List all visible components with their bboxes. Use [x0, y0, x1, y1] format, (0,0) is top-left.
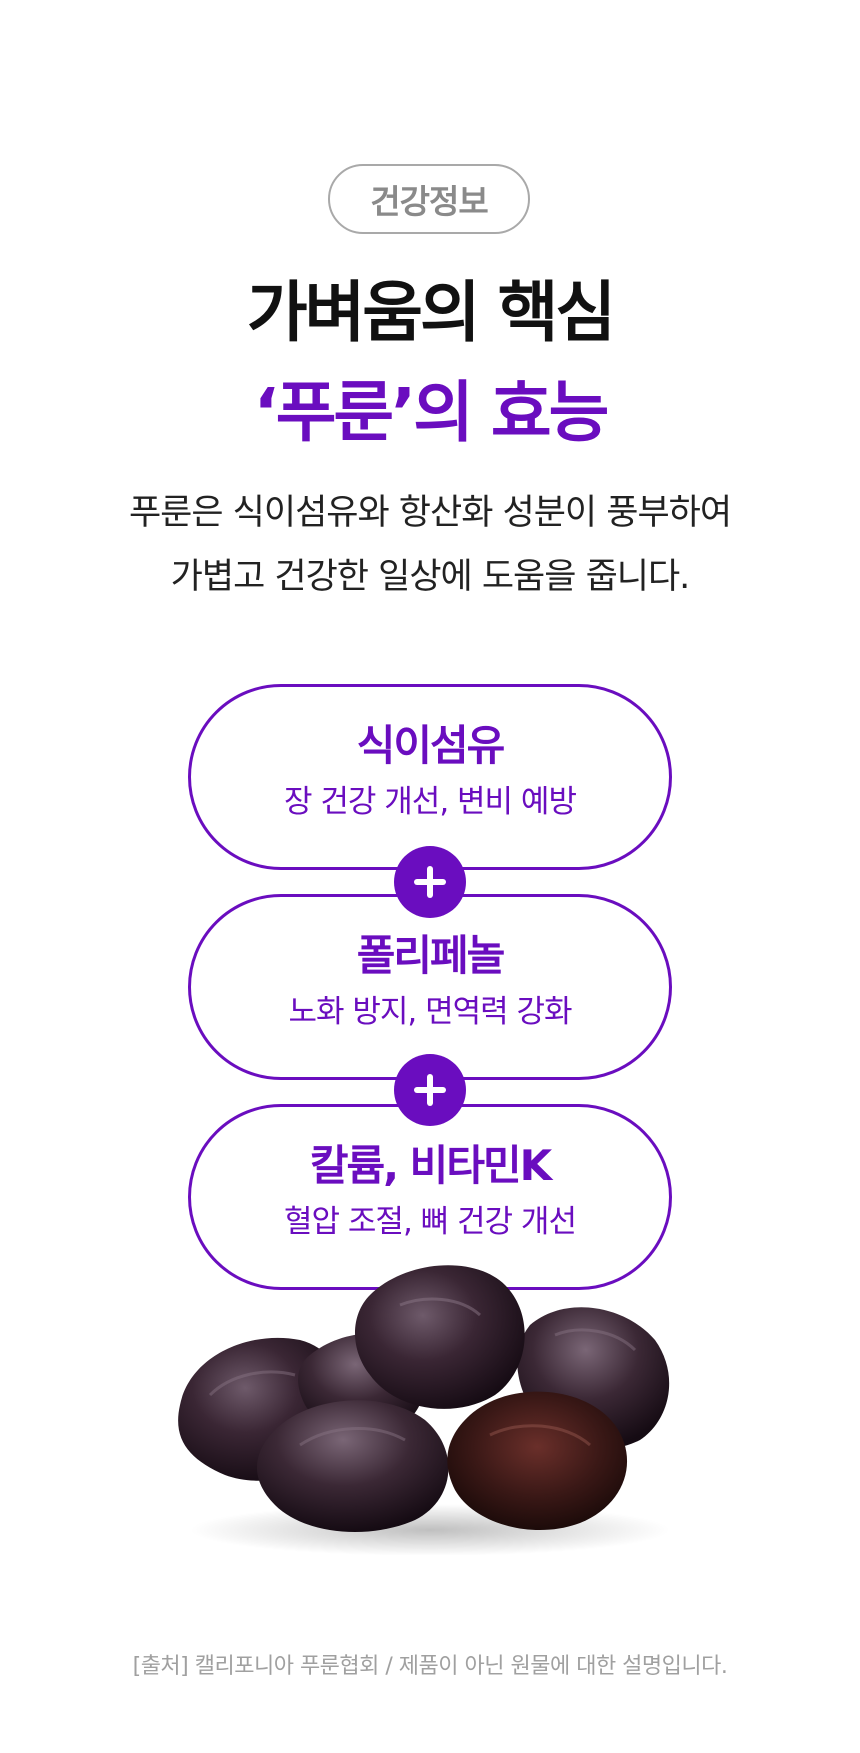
benefit-title: 폴리페놀 — [356, 931, 506, 980]
source-footnote: [출처] 캘리포니아 푸룬협회 / 제품이 아닌 원물에 대한 설명입니다. — [132, 1654, 728, 1679]
info-badge-label: 건강정보 — [370, 182, 488, 221]
description-line-1: 푸룬은 식이섬유와 항산화 성분이 풍부하여 — [128, 493, 732, 533]
prunes-illustration — [178, 1265, 670, 1555]
benefit-card-fiber: 식이섬유 장 건강 개선, 변비 예방 — [188, 684, 672, 870]
description-line-2: 가볍고 건강한 일상에 도움을 줍니다. — [170, 557, 691, 597]
headline-line-2: ‘푸룬’의 효능 — [253, 374, 610, 451]
benefit-title: 칼륨, 비타민K — [309, 1141, 552, 1190]
info-badge: 건강정보 — [328, 164, 530, 234]
benefit-card-potassium: 칼륨, 비타민K 혈압 조절, 뼈 건강 개선 — [188, 1104, 672, 1290]
benefit-subtitle: 장 건강 개선, 변비 예방 — [284, 784, 577, 820]
benefit-card-polyphenol: 폴리페놀 노화 방지, 면역력 강화 — [188, 894, 672, 1080]
benefit-subtitle: 노화 방지, 면역력 강화 — [288, 994, 572, 1030]
benefit-subtitle: 혈압 조절, 뼈 건강 개선 — [284, 1204, 577, 1240]
benefit-title: 식이섬유 — [356, 721, 506, 770]
plus-icon — [394, 846, 466, 918]
plus-icon — [394, 1054, 466, 1126]
headline-line-1: 가벼움의 핵심 — [246, 274, 616, 351]
